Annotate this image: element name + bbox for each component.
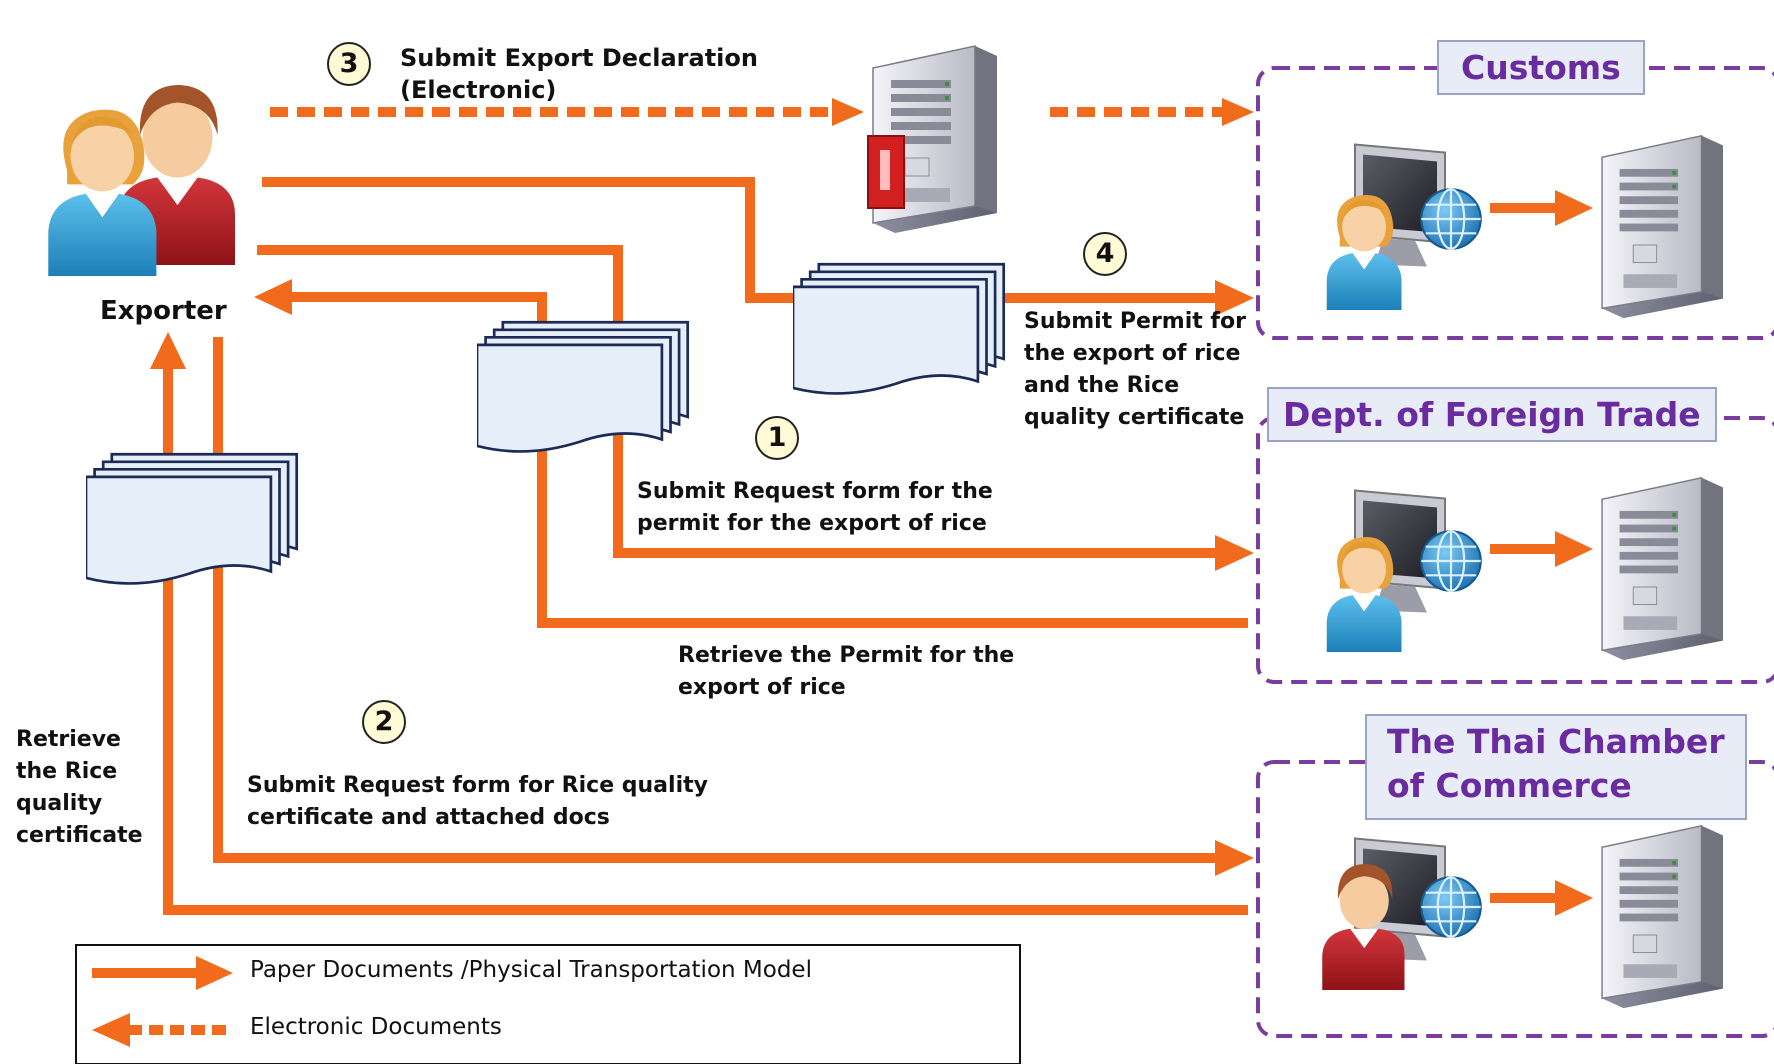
customs-title: Customs: [1437, 40, 1645, 95]
gateway-server-icon: [867, 45, 998, 234]
legend-electronic-label: Electronic Documents: [250, 1014, 502, 1040]
permit-return-line: [285, 292, 1248, 628]
step-3-badge: 3: [327, 42, 371, 86]
customs-server-icon: [1601, 135, 1724, 319]
legend-dashed-marker: [92, 1013, 130, 1047]
permit-document-stack-icon: [793, 262, 1006, 395]
tcc-globe-icon: [1420, 876, 1482, 938]
permit-return-label: Retrieve the Permit for the export of ri…: [678, 643, 1015, 700]
dft-box: [1256, 416, 1774, 684]
electronic-flow-arrow: [270, 98, 1254, 126]
dft-title: Dept. of Foreign Trade: [1267, 387, 1717, 442]
customs-workstation: [1326, 135, 1724, 319]
customs-globe-icon: [1420, 188, 1482, 250]
legend-paper-label: Paper Documents /Physical Transportation…: [250, 957, 812, 983]
step-4-arrowhead: [1215, 280, 1254, 316]
legend-box: [75, 944, 1021, 1064]
step-2-arrowhead: [1215, 840, 1254, 876]
step-3-label: Submit Export Declaration (Electronic): [400, 44, 758, 104]
step-1-label: Submit Request form for the permit for t…: [637, 479, 993, 536]
step-2-label: Submit Request form for Rice quality cer…: [247, 773, 708, 830]
certificate-return-label: Retrieve the Rice quality certificate: [16, 727, 143, 848]
step-1-arrowhead: [1215, 535, 1254, 571]
paper-flow-arrowheads: [150, 279, 1254, 876]
permit-return-arrowhead: [254, 279, 292, 315]
dft-workstation: [1326, 477, 1724, 661]
customs-box: [1256, 66, 1774, 340]
step-4-badge: 4: [1083, 232, 1127, 276]
step-1-badge: 1: [755, 416, 799, 460]
tcc-workstation: [1322, 825, 1724, 1009]
dft-globe-icon: [1420, 530, 1482, 592]
tcc-title: The Thai Chamber of Commerce: [1365, 714, 1747, 820]
exporter-icon: [48, 85, 235, 276]
exporter-label: Exporter: [100, 296, 227, 326]
certificate-return-arrowhead: [150, 332, 186, 369]
step-4-arrow-line: [262, 177, 1218, 303]
certificate-document-stack-icon: [86, 452, 299, 585]
agency-boxes: [1256, 66, 1774, 1038]
step-2-badge: 2: [362, 700, 406, 744]
tcc-box: [1256, 760, 1774, 1038]
request-document-stack-icon: [477, 320, 690, 453]
tcc-server-icon: [1601, 825, 1724, 1009]
step-4-label: Submit Permit for the export of rice and…: [1024, 309, 1246, 430]
dft-server-icon: [1601, 477, 1724, 661]
